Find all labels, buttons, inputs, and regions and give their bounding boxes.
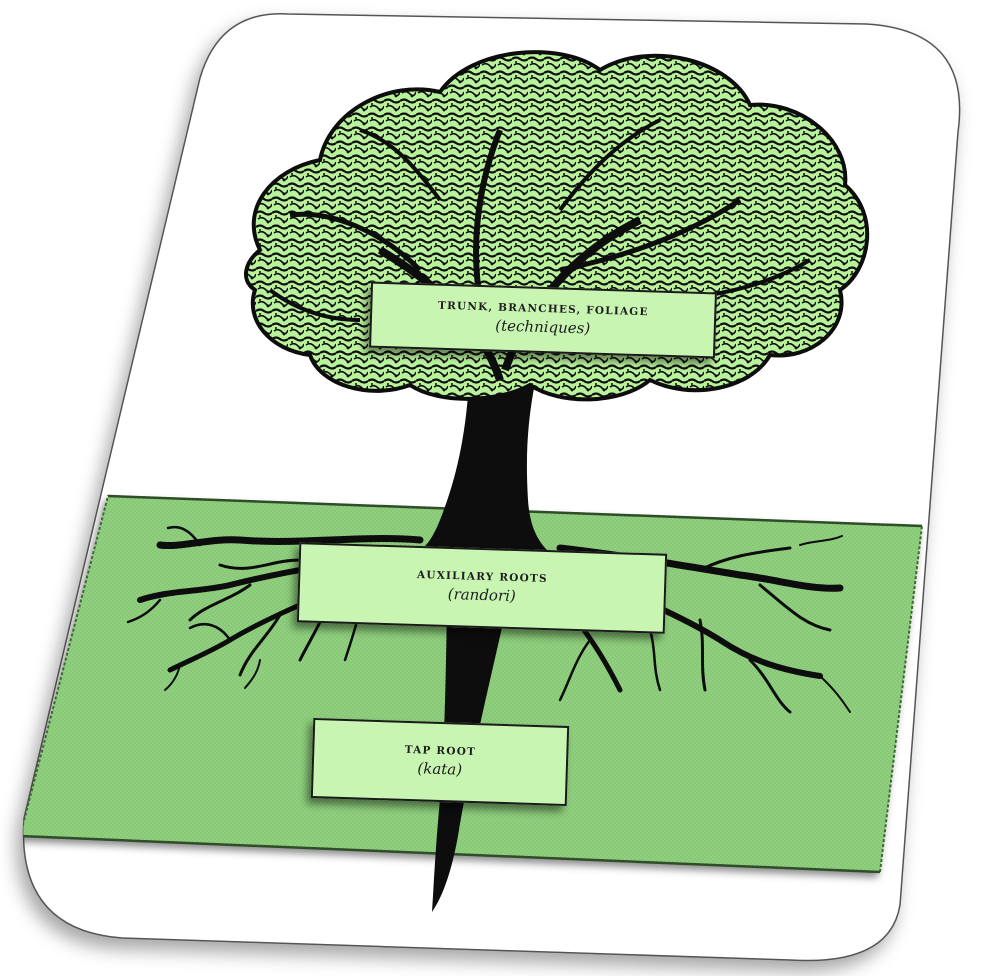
label-auxiliary-sub: (randori) bbox=[447, 585, 516, 607]
label-taproot-title: TAP ROOT bbox=[404, 744, 476, 759]
label-taproot: TAP ROOT (kata) bbox=[311, 718, 569, 806]
label-auxiliary-title: AUXILIARY ROOTS bbox=[417, 569, 548, 586]
label-auxiliary: AUXILIARY ROOTS (randori) bbox=[297, 542, 667, 634]
label-foliage-sub: (techniques) bbox=[495, 316, 591, 338]
label-taproot-sub: (kata) bbox=[417, 759, 462, 780]
label-foliage-title: TRUNK, BRANCHES, FOLIAGE bbox=[438, 299, 649, 319]
label-foliage: TRUNK, BRANCHES, FOLIAGE (techniques) bbox=[369, 282, 717, 359]
